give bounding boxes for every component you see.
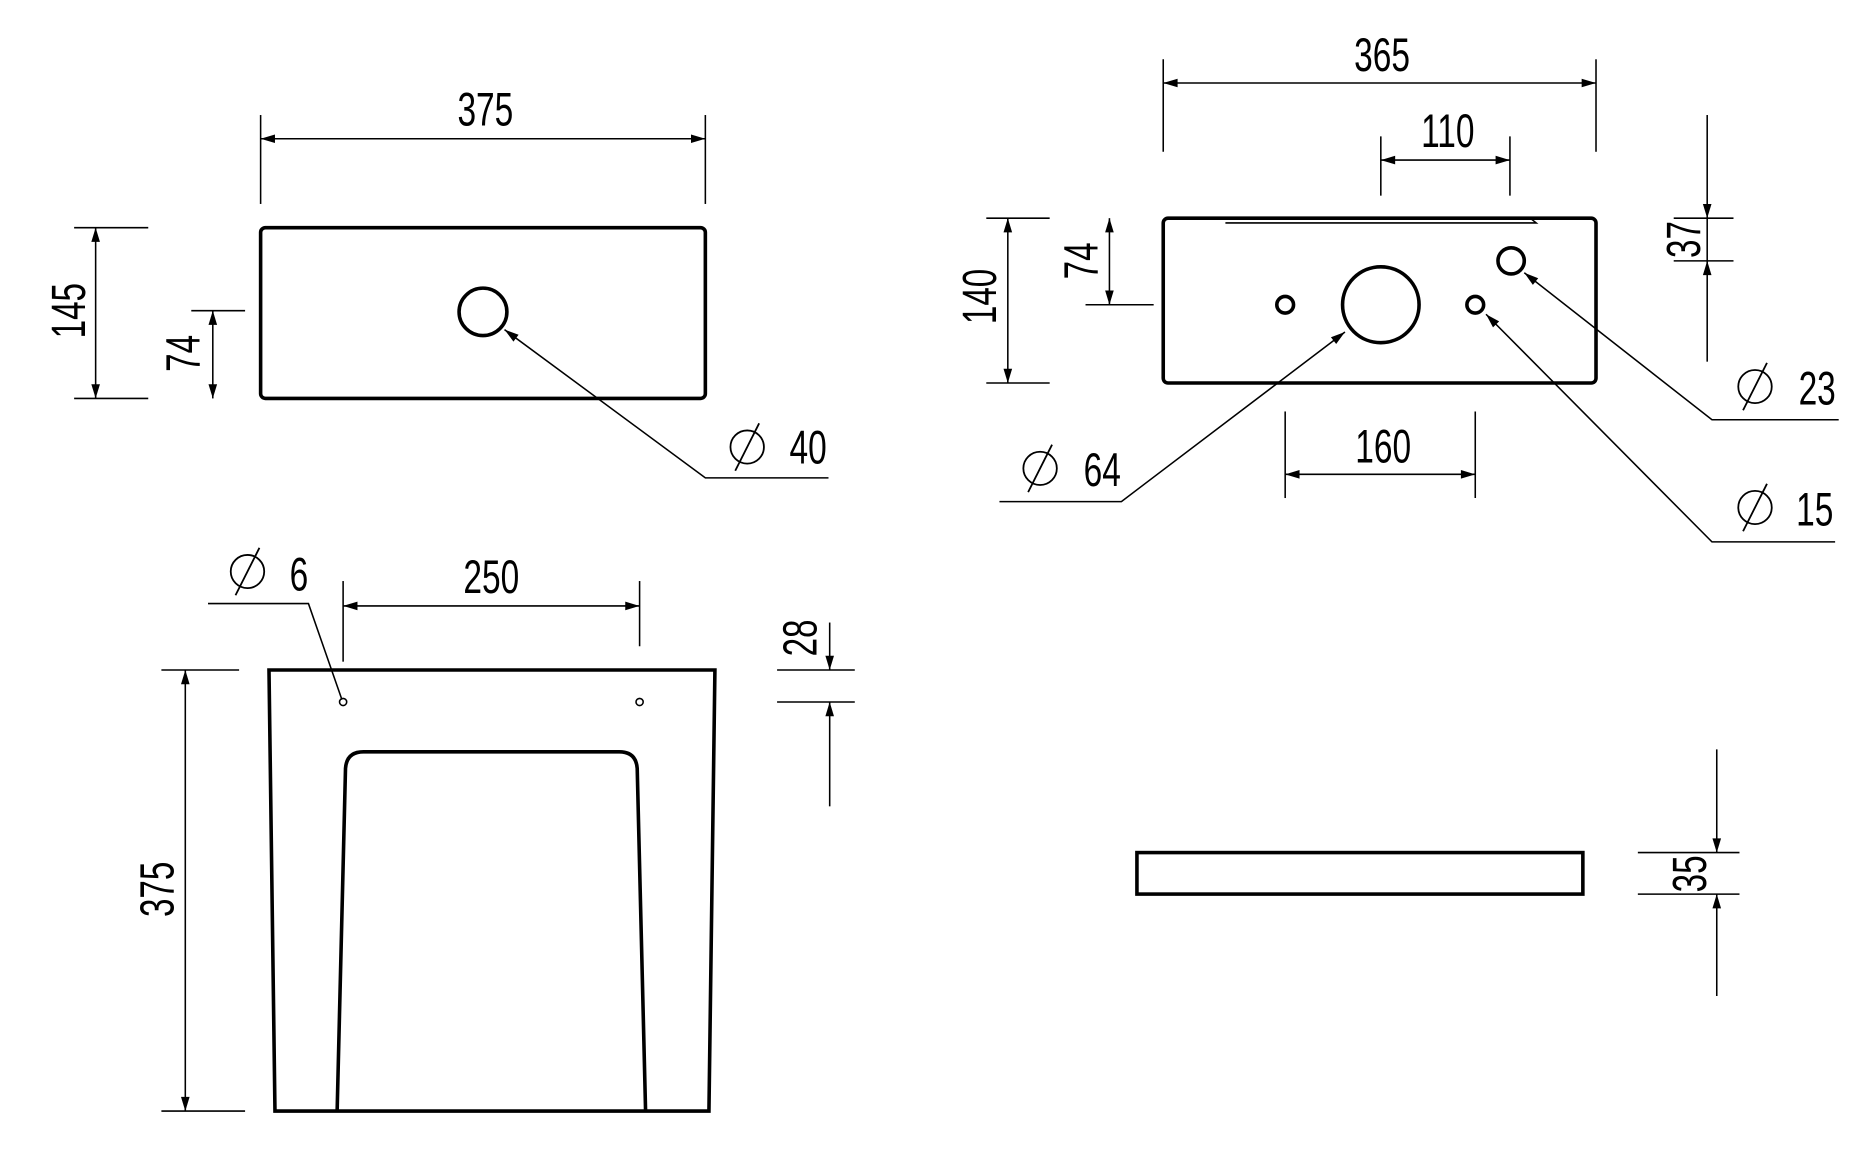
- diameter-icon: [1737, 482, 1773, 533]
- small-hole-left: [1275, 294, 1296, 315]
- dimension-spacing-110: 110: [1380, 104, 1511, 196]
- dimension-text: 160: [1355, 420, 1411, 473]
- dimension-text: 74: [1054, 242, 1107, 279]
- back-view: 365 110 140 74 37: [953, 28, 1839, 543]
- leader-diameter-15: 15: [1485, 313, 1836, 543]
- mount-hole-left: [338, 697, 348, 707]
- dimension-width-365: 365: [1162, 28, 1597, 152]
- leader-diameter-64: 64: [999, 331, 1346, 503]
- dimension-height-145: 145: [42, 226, 149, 400]
- diameter-icon: [729, 422, 765, 472]
- dimension-depth-375: 375: [130, 669, 246, 1112]
- dimension-text: 250: [463, 550, 519, 603]
- dimension-thickness-35: 35: [1637, 749, 1740, 997]
- dimension-text: 37: [1657, 221, 1710, 258]
- dimension-text: 375: [130, 862, 183, 917]
- leader-diameter-40: 40: [504, 329, 829, 479]
- small-hole-right: [1465, 294, 1486, 315]
- leader-diameter-23: 23: [1523, 272, 1839, 421]
- front-hole: [457, 286, 509, 338]
- leader-diameter-6: 6: [208, 546, 343, 700]
- top-outline: [267, 668, 717, 1113]
- dimension-text: 110: [1421, 104, 1474, 157]
- upper-hole: [1496, 246, 1527, 276]
- dimension-text: 365: [1354, 28, 1410, 81]
- dimension-text: 23: [1799, 362, 1836, 415]
- dimension-text: 6: [290, 548, 309, 601]
- mount-hole-right: [635, 697, 644, 707]
- back-top-groove: [1225, 217, 1539, 224]
- dimension-height-140: 140: [953, 217, 1050, 384]
- dimension-spacing-160: 160: [1284, 411, 1477, 499]
- diameter-icon: [1022, 443, 1058, 493]
- top-inner-cutout: [335, 750, 648, 1112]
- dimension-spacing-250: 250: [342, 550, 641, 662]
- dimension-text: 28: [774, 619, 827, 656]
- dimension-text: 375: [457, 83, 513, 136]
- diameter-icon: [229, 546, 266, 597]
- side-view: 35: [1135, 749, 1740, 997]
- dimension-hole-height-74: 74: [157, 309, 246, 399]
- dimension-text: 40: [790, 421, 827, 474]
- top-view: 250 6 375 28: [130, 546, 855, 1113]
- front-view: 375 145 74 40: [42, 83, 829, 479]
- dimension-offset-37: 37: [1657, 115, 1734, 362]
- dimension-text: 15: [1796, 483, 1833, 536]
- side-outline: [1135, 850, 1585, 896]
- dimension-text: 74: [157, 335, 210, 372]
- dimension-center-74: 74: [1054, 218, 1154, 306]
- dimension-text: 64: [1084, 443, 1121, 496]
- dimension-text: 145: [42, 283, 95, 338]
- dimension-offset-28: 28: [774, 619, 855, 807]
- large-hole: [1340, 265, 1421, 345]
- back-outline: [1161, 216, 1598, 385]
- front-outline: [258, 225, 708, 401]
- dimension-text: 35: [1663, 855, 1716, 892]
- dimension-text: 140: [953, 269, 1006, 324]
- diameter-icon: [1737, 361, 1773, 412]
- dimension-width-375: 375: [259, 83, 707, 204]
